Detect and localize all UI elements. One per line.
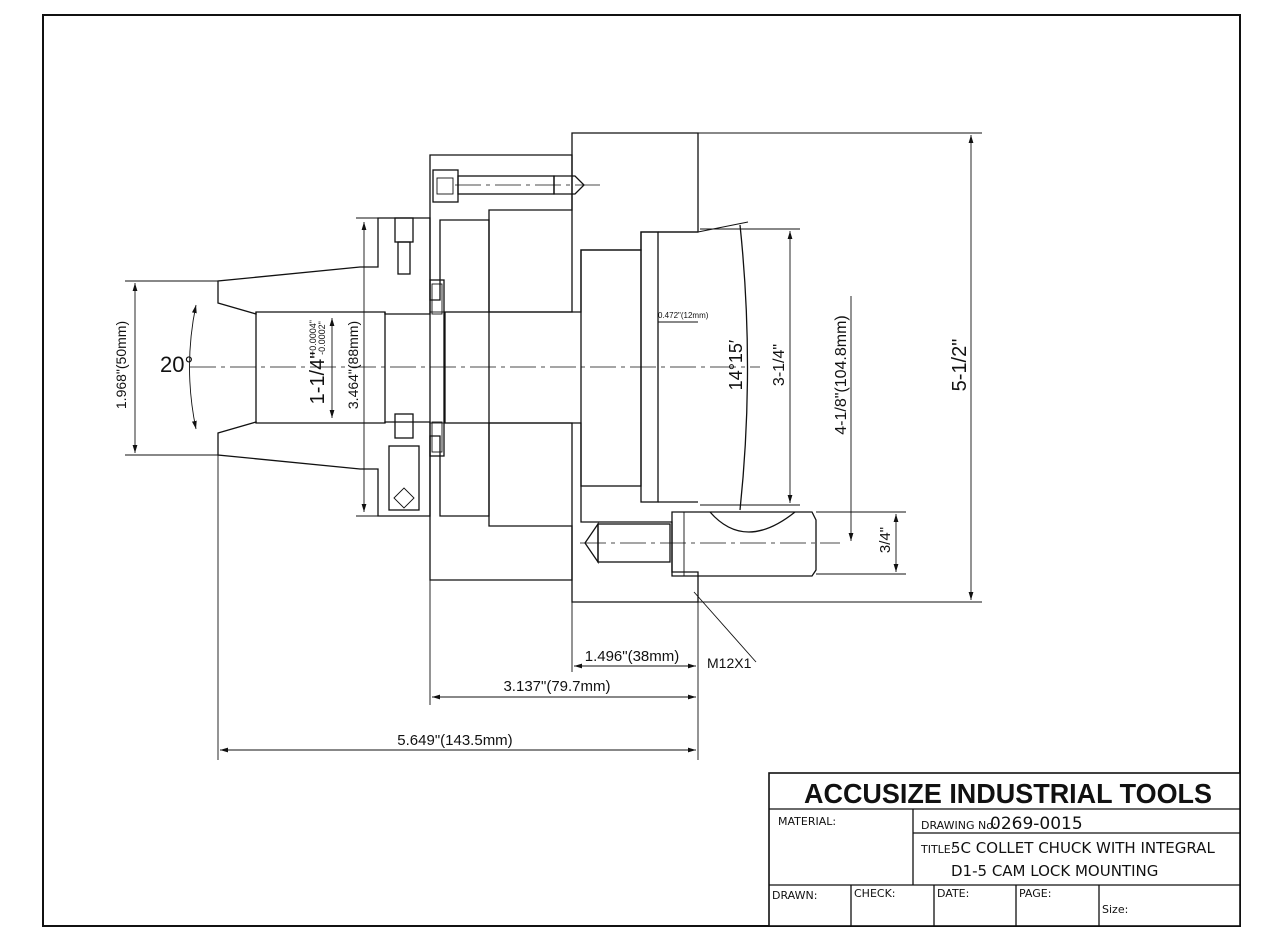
drawing-no-value: 0269-0015 [990,814,1083,834]
company-name: ACCUSIZE INDUSTRIAL TOOLS [804,778,1212,809]
dim-body-dia: 5-1/2" [949,339,971,392]
cam-lock-stud [584,511,817,577]
chuck-section-view [190,132,840,603]
mid-body-bottom [429,422,573,581]
title-label: TITLE: [920,843,954,856]
dim-bolt-circle: 4-1/8"(104.8mm) [833,315,850,435]
dim-body-length: 1.496"(38mm) [585,648,680,665]
dim-bore-tol-plus: +0.0004" [308,320,318,356]
mid-body-top [429,154,573,313]
set-screws [388,217,420,511]
size-label: Size: [1102,903,1128,916]
check-label: CHECK: [854,887,896,900]
page-label: PAGE: [1019,887,1051,900]
dimensions: 1.968"(50mm) 20° 1-1/4" +0.0004" -0.0002… [113,132,982,760]
main-body-bottom [488,422,699,603]
title-block: ACCUSIZE INDUSTRIAL TOOLS MATERIAL: DRAW… [768,772,1241,927]
dim-thread: M12X1 [707,655,752,671]
date-label: DATE: [937,887,969,900]
dim-collet-od: 1.968"(50mm) [113,321,129,409]
sheet-border [42,14,1241,927]
dim-recess: 0.472"(12mm) [658,311,709,320]
dim-pilot-dia: 3-1/4" [771,344,788,386]
cap-screw-top [432,169,585,203]
drawing-no-label: DRAWING No: [921,819,997,832]
dim-bore-tol-minus: -0.0002" [317,321,327,355]
dim-flange-dia: 3.464"(88mm) [345,321,361,409]
dim-cone-angle: 14°15′ [726,339,746,390]
title-line-2: D1-5 CAM LOCK MOUNTING [951,862,1158,880]
dim-length-mid: 3.137"(79.7mm) [503,678,610,695]
dim-overall-length: 5.649"(143.5mm) [397,732,512,749]
dim-stud-offset: 3/4" [877,527,894,553]
material-label: MATERIAL: [778,815,836,828]
title-line-1: 5C COLLET CHUCK WITH INTEGRAL [951,839,1215,857]
drawn-label: DRAWN: [772,889,817,902]
dim-bore: 1-1/4" [307,352,329,405]
dim-taper-angle: 20° [160,352,193,377]
main-body-top [488,132,699,313]
